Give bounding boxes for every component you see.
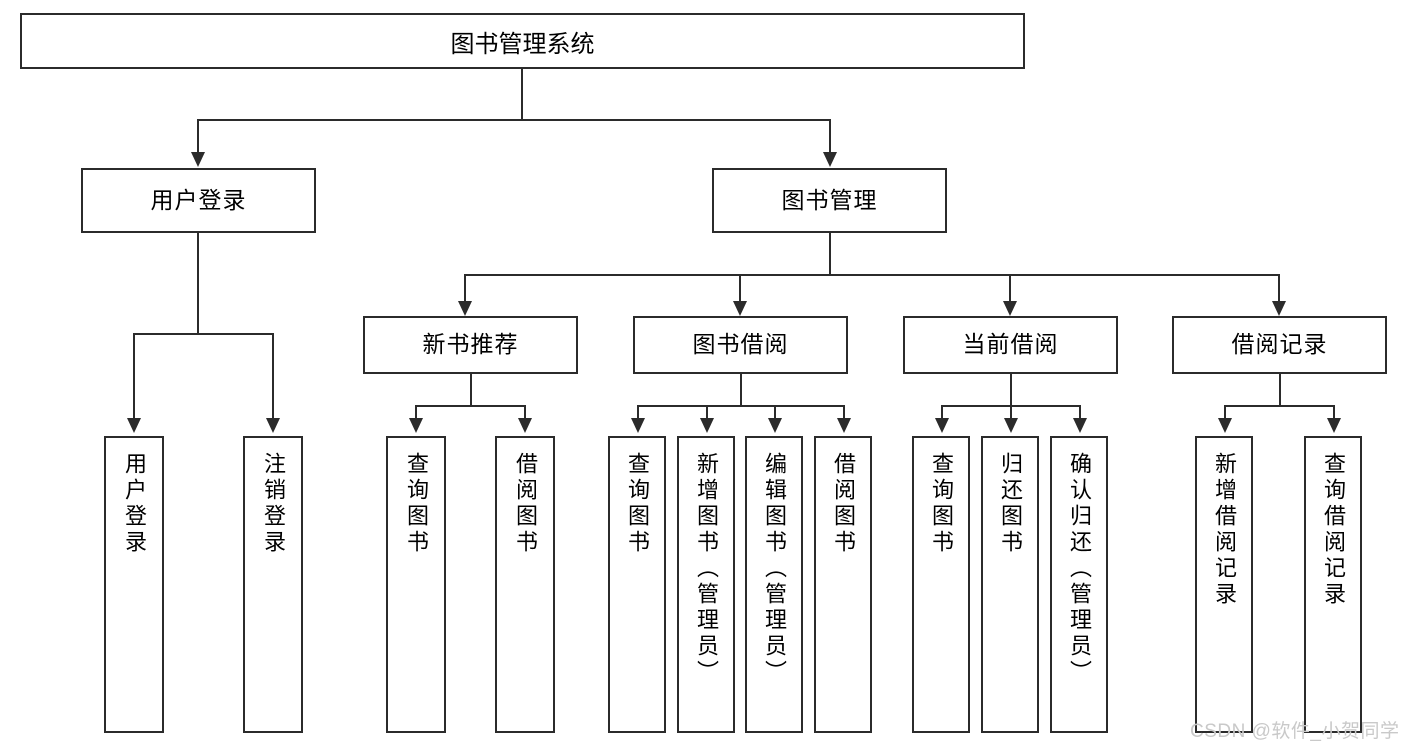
leaf-label: 新增借阅记录	[1211, 452, 1237, 608]
connector-book-manage-stem	[829, 233, 831, 275]
leaf-label: 新增图书（管理员）	[693, 452, 719, 686]
leaf-edit-book-admin[interactable]: 编辑图书（管理员）	[745, 436, 803, 733]
node-label: 当前借阅	[962, 331, 1059, 358]
connector-to-leaf-bb-borrow	[843, 405, 845, 420]
connector-to-leaf-br-query	[1333, 405, 1335, 420]
connector-to-user-login	[197, 119, 199, 155]
connector-book-borrow-stem	[740, 374, 742, 406]
leaf-user-login[interactable]: 用户登录	[104, 436, 164, 733]
connector-user-login-stem	[197, 233, 199, 334]
arrow-to-leaf-nb-query	[409, 418, 423, 433]
leaf-label: 查询图书	[624, 452, 650, 556]
arrow-to-user-login	[191, 152, 205, 167]
arrow-to-leaf-cb-confirm	[1073, 418, 1087, 433]
node-user-login[interactable]: 用户登录	[81, 168, 316, 233]
connector-to-leaf-nb-borrow	[524, 405, 526, 420]
leaf-query-book-newbook[interactable]: 查询图书	[386, 436, 446, 733]
leaf-label: 借阅图书	[512, 452, 538, 556]
node-label: 新书推荐	[422, 331, 519, 358]
connector-to-leaf-bb-add	[706, 405, 708, 420]
arrow-to-leaf-bb-edit	[768, 418, 782, 433]
leaf-confirm-return-admin[interactable]: 确认归还（管理员）	[1050, 436, 1108, 733]
arrow-to-leaf-logout	[266, 418, 280, 433]
node-label: 图书管理	[781, 186, 878, 213]
connector-to-leaf-user-login	[133, 333, 135, 420]
arrow-to-leaf-bb-borrow	[837, 418, 851, 433]
node-label: 借阅记录	[1231, 331, 1328, 358]
leaf-logout[interactable]: 注销登录	[243, 436, 303, 733]
connector-user-login-bus	[133, 333, 273, 335]
arrow-to-leaf-br-add	[1218, 418, 1232, 433]
node-root-system[interactable]: 图书管理系统	[20, 13, 1025, 69]
leaf-label: 借阅图书	[830, 452, 856, 556]
leaf-add-book-admin[interactable]: 新增图书（管理员）	[677, 436, 735, 733]
node-label: 图书管理系统	[450, 30, 595, 58]
leaf-add-borrow-record[interactable]: 新增借阅记录	[1195, 436, 1253, 733]
arrow-to-new-book	[458, 301, 472, 316]
connector-to-leaf-cb-confirm	[1079, 405, 1081, 420]
node-book-manage[interactable]: 图书管理	[712, 168, 947, 233]
leaf-label: 用户登录	[121, 452, 147, 556]
connector-new-book-stem	[470, 374, 472, 406]
node-label: 图书借阅	[692, 331, 789, 358]
arrow-to-leaf-cb-query	[935, 418, 949, 433]
connector-current-borrow-stem	[1010, 374, 1012, 406]
leaf-query-book-borrow[interactable]: 查询图书	[608, 436, 666, 733]
connector-new-book-bus	[415, 405, 526, 407]
connector-level2-bus	[464, 274, 1280, 276]
leaf-label: 归还图书	[997, 452, 1023, 556]
connector-level1-bus	[197, 119, 830, 121]
leaf-query-book-current[interactable]: 查询图书	[912, 436, 970, 733]
arrow-to-borrow-records	[1272, 301, 1286, 316]
connector-to-leaf-bb-query	[637, 405, 639, 420]
leaf-label: 查询图书	[403, 452, 429, 556]
connector-book-borrow-bus	[637, 405, 843, 407]
connector-borrow-records-bus	[1224, 405, 1335, 407]
node-book-borrow[interactable]: 图书借阅	[633, 316, 848, 374]
csdn-watermark: CSDN @软件_小贺同学	[1190, 721, 1400, 742]
connector-to-leaf-cb-query	[941, 405, 943, 420]
leaf-borrow-book-newbook[interactable]: 借阅图书	[495, 436, 555, 733]
node-label: 用户登录	[150, 186, 247, 213]
connector-borrow-records-stem	[1279, 374, 1281, 406]
arrow-to-book-manage	[823, 152, 837, 167]
connector-root-stem	[521, 69, 523, 120]
connector-to-book-borrow	[739, 274, 741, 304]
connector-to-new-book	[464, 274, 466, 304]
arrow-to-leaf-nb-borrow	[518, 418, 532, 433]
connector-to-leaf-nb-query	[415, 405, 417, 420]
arrow-to-leaf-bb-add	[700, 418, 714, 433]
leaf-query-borrow-record[interactable]: 查询借阅记录	[1304, 436, 1362, 733]
arrow-to-leaf-cb-return	[1004, 418, 1018, 433]
node-new-book-recommend[interactable]: 新书推荐	[363, 316, 578, 374]
leaf-label: 查询图书	[928, 452, 954, 556]
leaf-label: 注销登录	[260, 452, 286, 556]
arrow-to-leaf-bb-query	[631, 418, 645, 433]
arrow-to-leaf-user-login	[127, 418, 141, 433]
connector-to-leaf-logout	[272, 333, 274, 420]
arrow-to-leaf-br-query	[1327, 418, 1341, 433]
leaf-label: 确认归还（管理员）	[1066, 452, 1092, 686]
connector-to-borrow-records	[1278, 274, 1280, 304]
leaf-return-book[interactable]: 归还图书	[981, 436, 1039, 733]
leaf-label: 编辑图书（管理员）	[761, 452, 787, 686]
connector-to-leaf-bb-edit	[774, 405, 776, 420]
node-current-borrow[interactable]: 当前借阅	[903, 316, 1118, 374]
connector-to-book-manage	[829, 119, 831, 155]
arrow-to-book-borrow	[733, 301, 747, 316]
leaf-label: 查询借阅记录	[1320, 452, 1346, 608]
connector-to-leaf-br-add	[1224, 405, 1226, 420]
arrow-to-current-borrow	[1003, 301, 1017, 316]
connector-to-leaf-cb-return	[1010, 405, 1012, 420]
node-borrow-records[interactable]: 借阅记录	[1172, 316, 1387, 374]
leaf-borrow-book[interactable]: 借阅图书	[814, 436, 872, 733]
connector-to-current-borrow	[1009, 274, 1011, 304]
